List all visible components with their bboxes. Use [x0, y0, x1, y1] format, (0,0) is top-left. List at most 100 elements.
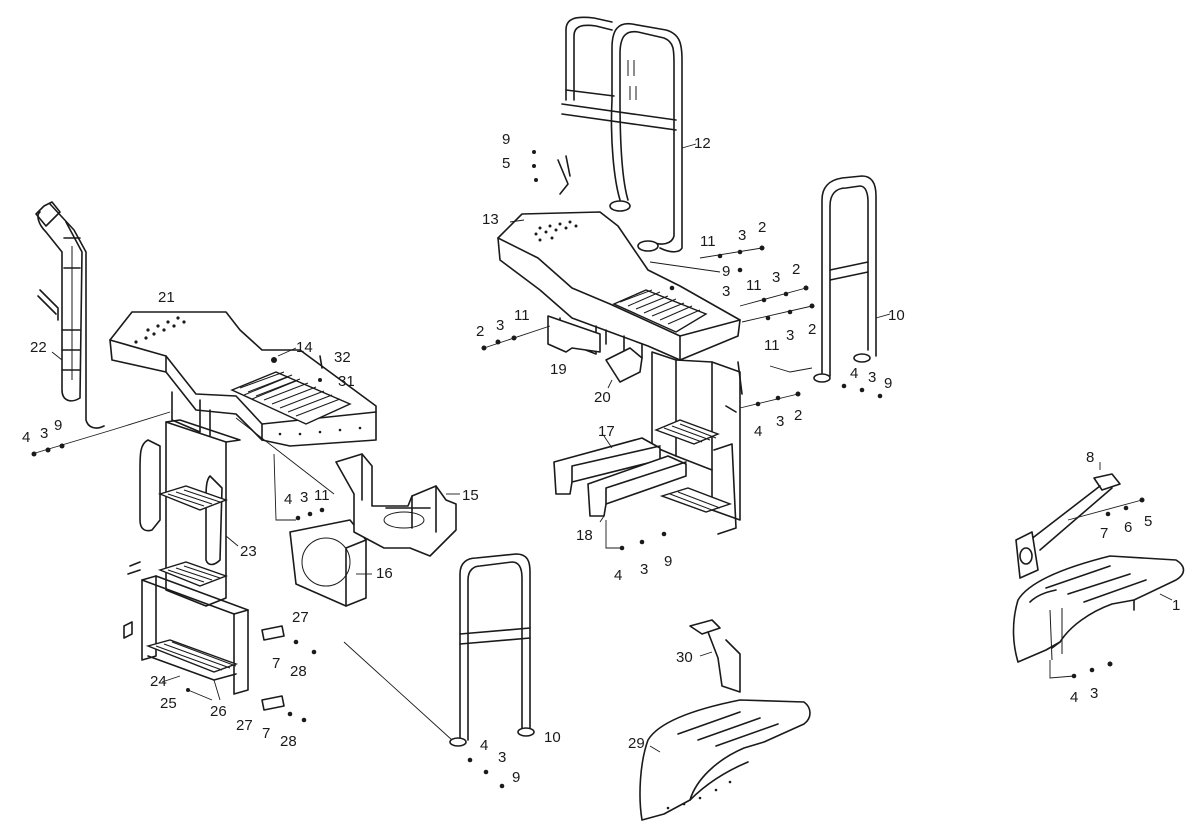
- fender-1: [1012, 555, 1185, 679]
- label-19: 19: [550, 361, 567, 378]
- leader-18: [599, 515, 605, 523]
- label-3: 3: [772, 269, 780, 286]
- leader-23: [225, 535, 239, 547]
- bolt-set-left-13: [481, 325, 551, 351]
- leader-1: [1159, 593, 1173, 601]
- label-4: 4: [614, 567, 622, 584]
- leaders-24-26: [161, 675, 221, 701]
- label-5: 5: [502, 155, 510, 172]
- bracket-17: [553, 437, 661, 495]
- leader-handrail-10: [343, 641, 453, 741]
- label-7: 7: [272, 655, 280, 672]
- label-4: 4: [850, 365, 858, 382]
- label-22: 22: [30, 339, 47, 356]
- label-11: 11: [514, 307, 530, 324]
- leader-17: [603, 435, 613, 449]
- bracket-30: [689, 619, 741, 693]
- step-ladder-23: [139, 419, 241, 607]
- fender-29: [639, 699, 811, 821]
- label-9: 9: [54, 417, 62, 434]
- label-7: 7: [1100, 525, 1108, 542]
- label-3: 3: [498, 749, 506, 766]
- leader-13: [509, 219, 525, 223]
- handrail-12: [557, 16, 683, 253]
- bolt-set-right-13-a: [699, 245, 765, 259]
- bolt-set-18: [619, 531, 667, 551]
- bracket-20: [605, 347, 643, 383]
- label-3: 3: [738, 227, 746, 244]
- handrail-10-lower: [449, 553, 535, 789]
- leader-30: [699, 651, 713, 657]
- label-27: 27: [292, 609, 309, 626]
- label-9: 9: [664, 553, 672, 570]
- label-27: 27: [236, 717, 253, 734]
- leader-20: [607, 379, 613, 389]
- label-2: 2: [792, 261, 800, 278]
- label-25: 25: [160, 695, 177, 712]
- pad-27-b: [261, 695, 307, 723]
- label-4: 4: [22, 429, 30, 446]
- label-5: 5: [1144, 513, 1152, 530]
- label-11: 11: [764, 337, 780, 354]
- label-24: 24: [150, 673, 167, 690]
- label-11: 11: [700, 233, 716, 250]
- label-3: 3: [1090, 685, 1098, 702]
- label-4: 4: [284, 491, 292, 508]
- label-2: 2: [758, 219, 766, 236]
- label-14: 14: [296, 339, 313, 356]
- label-3: 3: [722, 283, 730, 300]
- label-9: 9: [722, 263, 730, 280]
- label-4: 4: [480, 737, 488, 754]
- label-26: 26: [210, 703, 227, 720]
- label-11: 11: [314, 487, 330, 504]
- label-15: 15: [462, 487, 479, 504]
- block-16: [289, 519, 372, 607]
- bolt-set-center-left: [273, 453, 325, 521]
- label-21: 21: [158, 289, 175, 306]
- bracket-18: [587, 455, 687, 517]
- pin-32: [319, 355, 323, 369]
- leader-14: [277, 347, 297, 357]
- label-8: 8: [1086, 449, 1094, 466]
- bolt-set-right-13-b: [737, 267, 809, 307]
- label-3: 3: [776, 413, 784, 430]
- label-3: 3: [786, 327, 794, 344]
- bolt-set-frame: [739, 391, 801, 409]
- bolt-13-top: [669, 285, 675, 291]
- label-3: 3: [496, 317, 504, 334]
- label-20: 20: [594, 389, 611, 406]
- bolt-set-right-13-c: [741, 303, 815, 323]
- label-13: 13: [482, 211, 499, 228]
- platform-21: [109, 311, 377, 447]
- label-16: 16: [376, 565, 393, 582]
- label-3: 3: [868, 369, 876, 386]
- label-3: 3: [300, 489, 308, 506]
- leader-10-upper: [875, 313, 891, 319]
- label-6: 6: [1124, 519, 1132, 536]
- label-23: 23: [240, 543, 257, 560]
- label-4: 4: [754, 423, 762, 440]
- label-1: 1: [1172, 597, 1180, 614]
- handrail-22: [35, 201, 105, 429]
- lower-ladder-24: [123, 561, 249, 695]
- label-18: 18: [576, 527, 593, 544]
- leader-bolts-18: [605, 520, 622, 549]
- label-9: 9: [512, 769, 520, 786]
- bracket-19: [547, 315, 601, 353]
- label-29: 29: [628, 735, 645, 752]
- handrail-10-upper: [769, 175, 883, 399]
- label-2: 2: [476, 323, 484, 340]
- support-frame: [651, 351, 743, 535]
- label-17: 17: [598, 423, 615, 440]
- leader-platform: [235, 417, 335, 495]
- label-12: 12: [694, 135, 711, 152]
- leader-22: [51, 351, 63, 361]
- bolt-14: [271, 357, 277, 363]
- leader-13b: [649, 261, 721, 273]
- label-9: 9: [502, 131, 510, 148]
- label-28: 28: [290, 663, 307, 680]
- label-9: 9: [884, 375, 892, 392]
- label-10: 10: [544, 729, 561, 746]
